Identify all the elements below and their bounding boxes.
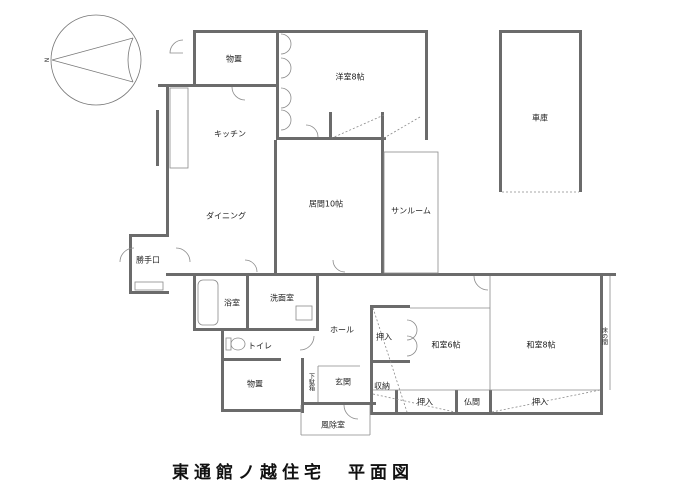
room-label-tokonoma: 床の間 [600, 327, 608, 345]
room-label-hall: ホール [330, 325, 354, 335]
room-label-toilet: トイレ [248, 341, 272, 351]
compass-north-label: N [42, 57, 50, 63]
room-label-windbreak-room: 風除室 [321, 420, 345, 430]
room-label-sunroom: サンルーム [391, 206, 431, 216]
room-label-butsuma: 仏間 [464, 397, 480, 407]
room-label-oshiire-left: 押入 [376, 332, 392, 342]
room-label-oshiire-bottom-right: 押入 [532, 397, 548, 407]
room-label-garage: 車庫 [532, 113, 548, 123]
room-label-japanese-6: 和室6帖 [431, 340, 461, 350]
room-label-oshiire-bottom-left: 押入 [417, 397, 433, 407]
room-label-bath: 浴室 [224, 298, 240, 308]
room-label-entrance: 玄関 [335, 377, 351, 387]
room-label-western-room: 洋室8帖 [335, 72, 365, 82]
compass-icon [50, 14, 142, 106]
page-title: 東通館ノ越住宅 平面図 [172, 463, 414, 483]
room-label-washroom: 洗面室 [270, 293, 294, 303]
room-label-shoe-box: 下駄箱 [307, 373, 315, 391]
room-label-storage-bottom: 物置 [247, 379, 263, 389]
room-label-storage-top: 物置 [226, 54, 242, 64]
room-label-living: 居間10帖 [308, 199, 344, 209]
room-label-japanese-8: 和室8帖 [526, 340, 556, 350]
room-label-dining: ダイニング [206, 211, 246, 221]
room-label-back-door: 勝手口 [136, 255, 160, 265]
room-label-closet-storage: 収納 [374, 381, 390, 391]
room-label-kitchen: キッチン [214, 129, 246, 139]
